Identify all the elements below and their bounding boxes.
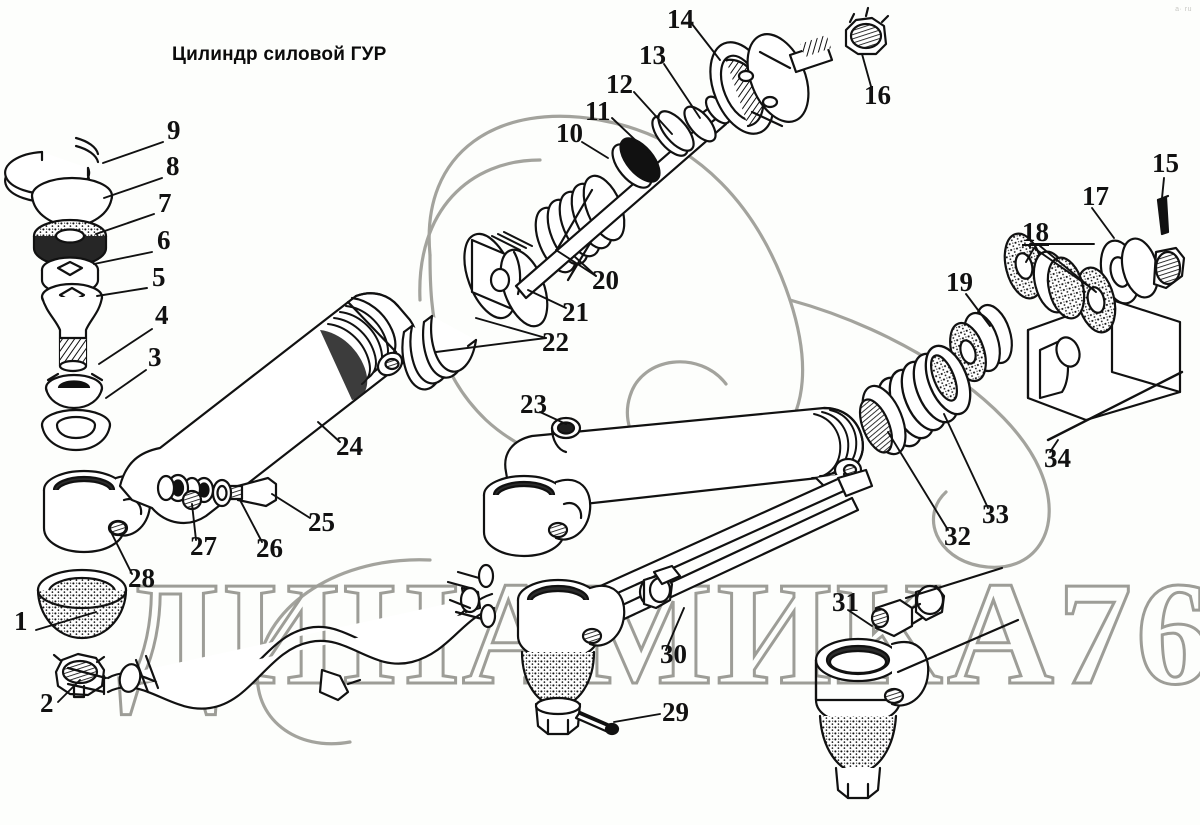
- callout-27: 27: [190, 531, 217, 561]
- part-13-flanged-sleeve: [683, 95, 732, 143]
- part-28-bleed-screw: [108, 520, 128, 536]
- callout-28: 28: [128, 563, 155, 593]
- callout-30: 30: [660, 639, 687, 669]
- tie-rod-end-31: [814, 566, 1020, 800]
- part-16-castle-nut: [844, 6, 890, 56]
- cylinder-eye-housing-mid: [482, 416, 592, 558]
- callout-32: 32: [944, 521, 971, 551]
- callout-2: 2: [40, 688, 54, 718]
- corner-mark: a· ru: [1175, 6, 1192, 13]
- callout-4: 4: [155, 300, 169, 330]
- callout-5: 5: [152, 262, 166, 292]
- callout-21: 21: [562, 297, 589, 327]
- part-32-seal: [858, 384, 907, 456]
- callout-6: 6: [157, 225, 171, 255]
- callout-29: 29: [662, 697, 689, 727]
- part-17-washer-plate: [1099, 237, 1186, 305]
- callout-8: 8: [166, 151, 180, 181]
- part-07-spring-seat: [32, 218, 108, 268]
- tie-rod-end-30: [516, 578, 626, 736]
- part-29-cotter-pin: [574, 710, 620, 736]
- part-03-seat-ring: [40, 408, 112, 452]
- callout-9: 9: [167, 115, 181, 145]
- cylinder-barrel-left: [118, 292, 418, 524]
- part-04-bearing-ring: [44, 372, 104, 410]
- part-14-rubber-mount: [709, 33, 834, 135]
- callout-19: 19: [946, 267, 973, 297]
- callout-12: 12: [606, 69, 633, 99]
- callout-15: 15: [1152, 148, 1179, 178]
- part-08-cover: [30, 176, 114, 228]
- part-15-cotter-pin: [1156, 194, 1170, 236]
- part-34-frame-bracket: [1026, 298, 1184, 442]
- callout-34: 34: [1044, 443, 1071, 473]
- callout-25: 25: [308, 507, 335, 537]
- part-22-ring-set: [401, 314, 478, 391]
- hydraulic-hoses: [66, 563, 497, 710]
- callout-33: 33: [982, 499, 1009, 529]
- callout-18: 18: [1022, 217, 1049, 247]
- callout-20: 20: [592, 265, 619, 295]
- callout-11: 11: [585, 96, 611, 126]
- callout-24: 24: [336, 431, 363, 461]
- part-05-ball-pin: [40, 282, 104, 373]
- callout-17: 17: [1082, 181, 1109, 211]
- callout-3: 3: [148, 342, 162, 372]
- part-26-seal-ring: [211, 478, 233, 508]
- part-01-socket-cup: [36, 568, 128, 640]
- callout-23: 23: [520, 389, 547, 419]
- callout-31: 31: [832, 587, 859, 617]
- callout-10: 10: [556, 118, 583, 148]
- callout-13: 13: [639, 40, 666, 70]
- callout-leaders: [35, 23, 1165, 723]
- part-25-union-bolt: [226, 476, 278, 508]
- part-12-washer: [651, 110, 695, 157]
- part-11-bushing: [611, 137, 661, 189]
- callout-22: 22: [542, 327, 569, 357]
- piston-rod: [514, 110, 728, 300]
- callout-1: 1: [14, 606, 28, 636]
- callout-26: 26: [256, 533, 283, 563]
- callout-14: 14: [667, 4, 694, 34]
- page-title: Цилиндр силовой ГУР: [172, 44, 387, 65]
- callout-7: 7: [158, 188, 172, 218]
- callout-16: 16: [864, 80, 891, 110]
